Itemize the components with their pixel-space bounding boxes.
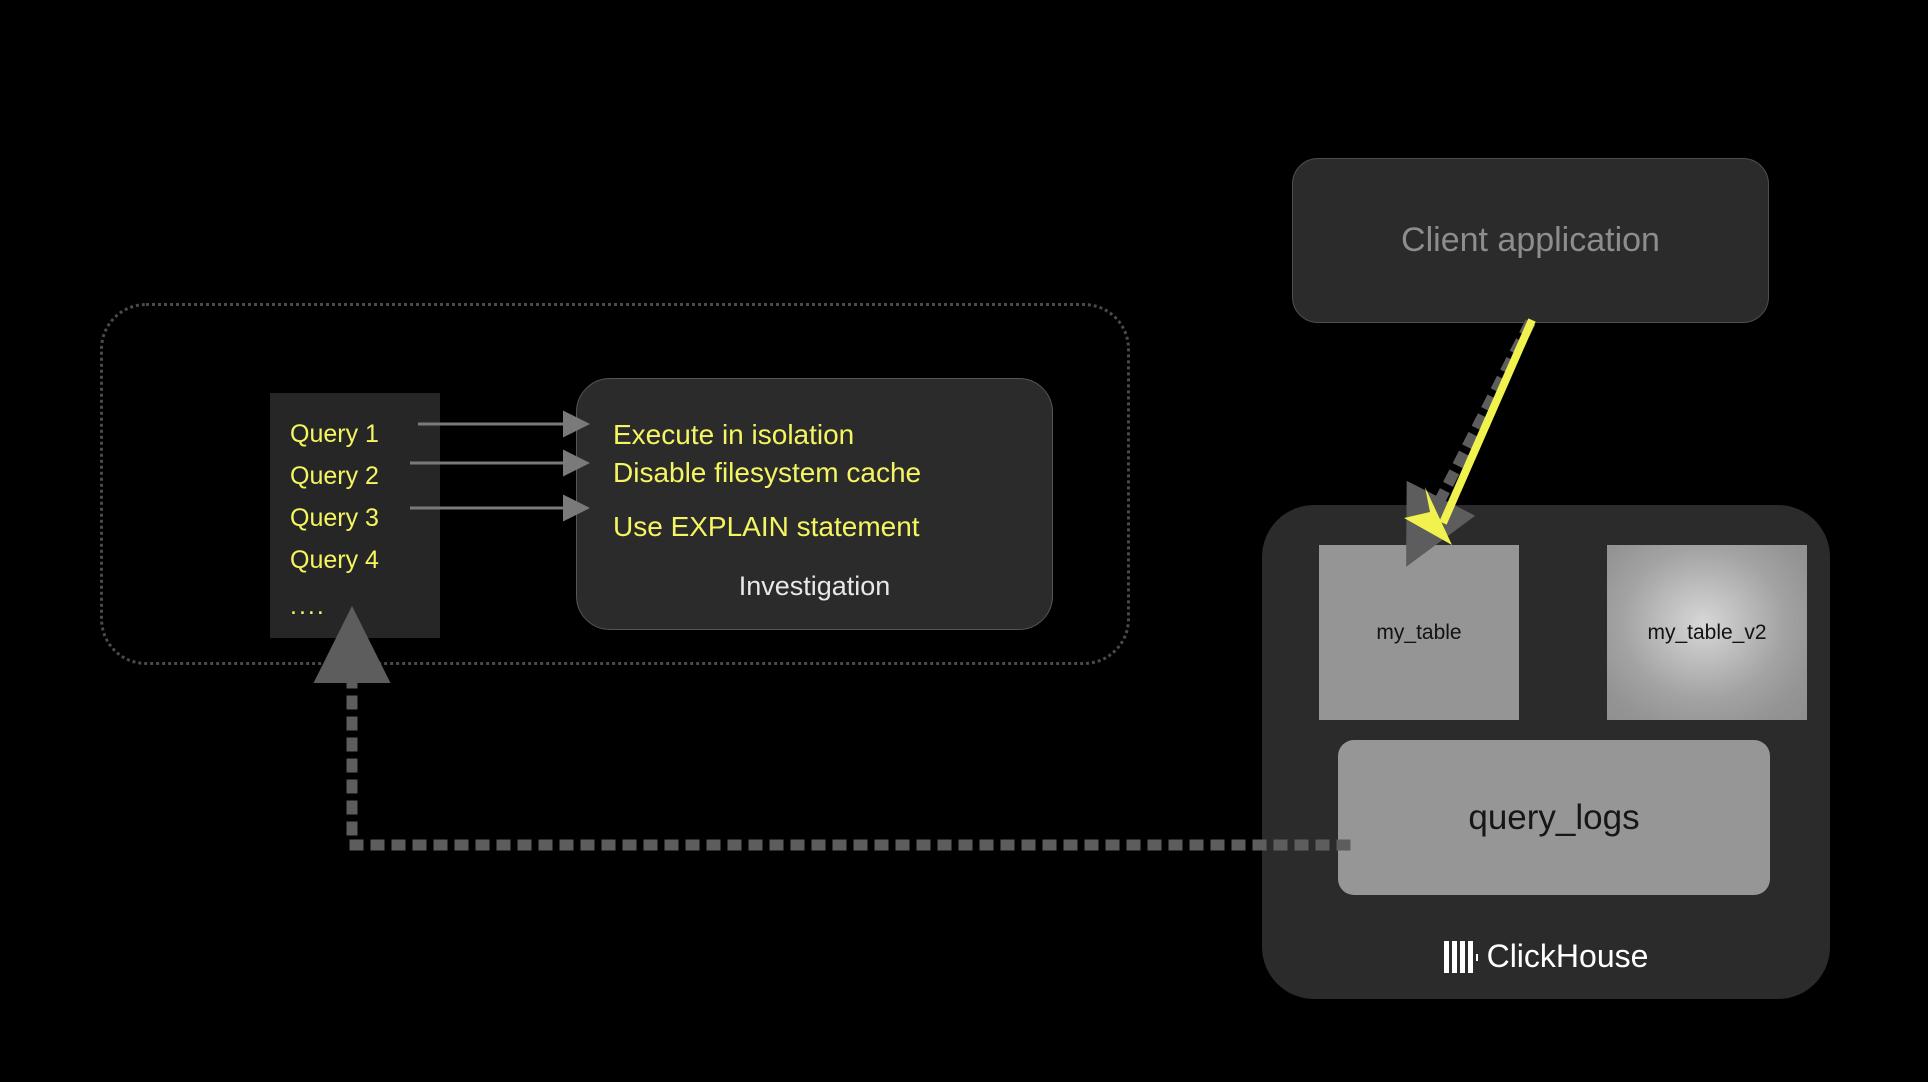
- clickhouse-bars-icon: [1443, 940, 1478, 973]
- connector-shaft: [1439, 318, 1536, 525]
- investigation-step-1: Execute in isolation: [613, 419, 855, 450]
- table-query-logs-label: query_logs: [1468, 797, 1640, 837]
- list-item-ellipsis: ....: [290, 592, 326, 620]
- client-application-label: Client application: [1401, 221, 1660, 259]
- list-item: Query 2: [290, 462, 379, 490]
- table-my-table-v2-label: my_table_v2: [1647, 620, 1767, 644]
- clickhouse-logo: ClickHouse: [1262, 938, 1830, 975]
- list-item: Query 3: [290, 504, 379, 532]
- investigation-step-2: Disable filesystem cache: [613, 457, 922, 488]
- table-my-table-label: my_table: [1376, 620, 1462, 644]
- list-item: Query 1: [290, 420, 379, 448]
- query-list: Query 1 Query 2 Query 3 Query 4 ....: [270, 393, 440, 638]
- investigation-card: Execute in isolation Disable filesystem …: [576, 378, 1053, 630]
- clickhouse-wordmark: ClickHouse: [1486, 938, 1649, 974]
- table-my-table: my_table: [1319, 545, 1519, 720]
- investigation-title: Investigation: [738, 571, 891, 601]
- client-application-box: Client application: [1292, 158, 1769, 323]
- clickhouse-panel: my_table my_table_v2 query_logs ClickHou…: [1262, 505, 1830, 999]
- table-query-logs: query_logs: [1338, 740, 1770, 895]
- table-my-table-v2: my_table_v2: [1607, 545, 1807, 720]
- list-item: Query 4: [290, 546, 379, 574]
- investigation-scope-container: [100, 303, 1130, 665]
- connector-client-to-my-table: [1406, 319, 1536, 567]
- investigation-step-3: Use EXPLAIN statement: [613, 511, 920, 542]
- connector-query-logs-to-query-list: [313, 606, 1351, 851]
